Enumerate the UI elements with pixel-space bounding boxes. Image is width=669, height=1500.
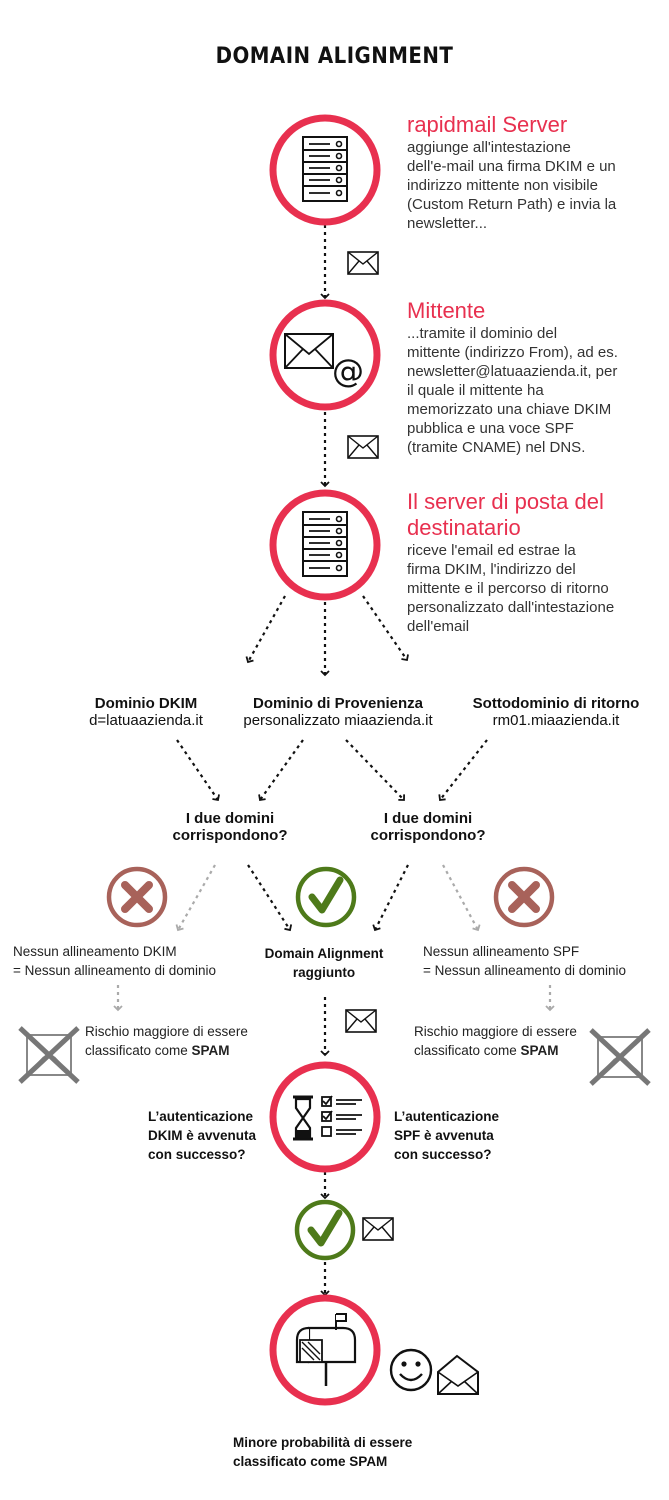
desc-line: (Custom Return Path) e invia la — [407, 196, 617, 213]
page-title: DOMAIN ALIGNMENT — [215, 44, 454, 69]
domain-dkim-label: Dominio DKIM — [94, 695, 198, 712]
risk-line: classificato come SPAM — [414, 1041, 577, 1060]
outcome-line: raggiunto — [292, 965, 356, 980]
desc-line: il quale il mittente ha — [407, 382, 544, 399]
crossed-envelope-icon — [18, 1026, 80, 1084]
mailbox-icon — [269, 1294, 381, 1406]
auth-line: con successo? — [148, 1147, 246, 1162]
question-line: corrispondono? — [172, 827, 288, 844]
server-rack-icon — [269, 114, 381, 226]
final-line: Minore probabilità di essere — [233, 1435, 413, 1450]
cross-icon — [106, 866, 168, 928]
hourglass-checklist-icon — [269, 1061, 381, 1173]
domain-alignment-reached: Domain Alignment raggiunto — [248, 944, 400, 982]
desc-line: aggiunge all'intestazione — [407, 139, 571, 156]
svg-text:@: @ — [332, 352, 364, 390]
desc-line: mittente (indirizzo From), ad es. — [407, 344, 618, 361]
question-line: I due domini — [383, 810, 473, 827]
envelope-icon — [347, 435, 379, 459]
domain-dkim: Dominio DKIM d=latuaazienda.it — [66, 695, 226, 729]
question-right: I due domini corrispondono? — [348, 810, 508, 844]
no-spf-alignment: Nessun allineamento SPF = Nessun allinea… — [423, 942, 626, 980]
domain-dkim-value: d=latuaazienda.it — [89, 712, 203, 729]
question-line: corrispondono? — [370, 827, 486, 844]
outcome-line: Nessun allineamento SPF — [423, 944, 580, 959]
auth-dkim-question: L’autenticazione DKIM è avvenuta con suc… — [148, 1107, 256, 1164]
envelope-icon — [362, 1217, 394, 1241]
desc-line: (tramite CNAME) nel DNS. — [407, 439, 586, 456]
sender-heading: Mittente — [407, 298, 486, 323]
crossed-envelope-icon — [589, 1028, 651, 1086]
auth-line: DKIM è avvenuta — [148, 1128, 257, 1143]
desc-line: dell'email — [407, 618, 470, 635]
spam-risk-left: Rischio maggiore di essere classificato … — [85, 1022, 248, 1060]
heading-line: destinatario — [407, 515, 521, 540]
auth-line: L’autenticazione — [394, 1109, 500, 1124]
desc-line: indirizzo mittente non visibile — [407, 177, 598, 194]
checkmark-icon — [294, 1199, 356, 1261]
checkmark-icon — [295, 866, 357, 928]
desc-line: riceve l'email ed estrae la — [407, 542, 576, 559]
risk-spam: SPAM — [520, 1043, 559, 1058]
desc-line: pubblica e una voce SPF — [407, 420, 574, 437]
arrows-grey — [113, 864, 555, 1012]
domain-return: Sottodominio di ritorno rm01.miaazienda.… — [458, 695, 654, 729]
risk-spam: SPAM — [191, 1043, 230, 1058]
domain-from-value: personalizzato miaazienda.it — [243, 712, 433, 729]
desc-line: ...tramite il dominio del — [407, 325, 558, 342]
auth-line: SPF è avvenuta — [394, 1128, 494, 1143]
risk-line: classificato come SPAM — [85, 1041, 248, 1060]
receiver-description: riceve l'email ed estrae la firma DKIM, … — [407, 541, 614, 636]
final-line: classificato come SPAM — [233, 1454, 388, 1469]
auth-line: L’autenticazione — [148, 1109, 254, 1124]
server-heading: rapidmail Server — [407, 112, 568, 137]
outcome-line: = Nessun allineamento di dominio — [423, 963, 626, 978]
risk-line: Rischio maggiore di essere — [414, 1024, 577, 1039]
sender-description: ...tramite il dominio del mittente (indi… — [407, 324, 618, 457]
server-description: aggiunge all'intestazione dell'e-mail un… — [407, 138, 616, 233]
spam-risk-right: Rischio maggiore di essere classificato … — [414, 1022, 577, 1060]
desc-line: newsletter@latuaazienda.it, per — [407, 363, 618, 380]
domain-return-label: Sottodominio di ritorno — [472, 695, 640, 712]
no-dkim-alignment: Nessun allineamento DKIM = Nessun alline… — [13, 942, 216, 980]
domain-from: Dominio di Provenienza personalizzato mi… — [222, 695, 454, 729]
envelope-at-icon: @ — [269, 299, 381, 411]
smiley-icon — [389, 1348, 433, 1392]
desc-line: personalizzato dall'intestazione — [407, 599, 615, 616]
arrows — [176, 225, 488, 1297]
domain-return-value: rm01.miaazienda.it — [492, 712, 620, 729]
envelope-icon — [345, 1009, 377, 1033]
outcome-line: = Nessun allineamento di dominio — [13, 963, 216, 978]
risk-text: classificato come — [414, 1043, 521, 1058]
desc-line: memorizzato una chiave DKIM — [407, 401, 612, 418]
outcome-line: Domain Alignment — [264, 946, 384, 961]
desc-line: mittente e il percorso di ritorno — [407, 580, 609, 597]
domain-from-label: Dominio di Provenienza — [252, 695, 424, 712]
risk-text: classificato come — [85, 1043, 192, 1058]
question-left: I due domini corrispondono? — [150, 810, 310, 844]
server-rack-icon — [269, 489, 381, 601]
final-result: Minore probabilità di essere classificat… — [233, 1433, 412, 1471]
desc-line: dell'e-mail una firma DKIM e un — [407, 158, 616, 175]
question-line: I due domini — [185, 810, 275, 827]
auth-line: con successo? — [394, 1147, 492, 1162]
heading-line: Il server di posta del — [407, 489, 604, 514]
desc-line: newsletter... — [407, 215, 488, 232]
desc-line: firma DKIM, l'indirizzo del — [407, 561, 576, 578]
envelope-icon — [347, 251, 379, 275]
auth-spf-question: L’autenticazione SPF è avvenuta con succ… — [394, 1107, 499, 1164]
envelope-icon — [437, 1354, 479, 1395]
outcome-line: Nessun allineamento DKIM — [13, 944, 177, 959]
receiver-heading: Il server di posta del destinatario — [407, 489, 604, 541]
cross-icon — [493, 866, 555, 928]
risk-line: Rischio maggiore di essere — [85, 1024, 248, 1039]
